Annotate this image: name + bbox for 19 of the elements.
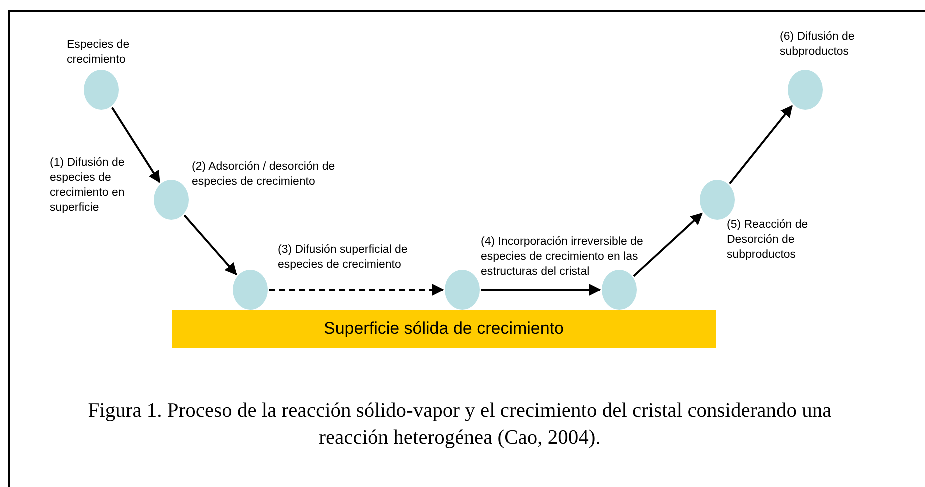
step-label: (3) Difusión superficial de especies de crecimiento xyxy=(278,243,409,273)
step-label: (5) Reacción de Desorción de subproductos xyxy=(727,218,810,263)
step-label: (6) Difusión de subproductos xyxy=(780,30,856,60)
species-circle xyxy=(444,270,480,310)
surface-label: Superficie sólida de crecimiento xyxy=(324,319,564,339)
arrow xyxy=(481,284,602,296)
step-label: Especies de crecimiento xyxy=(67,38,131,68)
arrow xyxy=(729,105,793,184)
step-label: (1) Difusión de especies de crecimiento en superficie xyxy=(50,156,126,216)
species-circle xyxy=(602,270,636,310)
step-label: (4) Incorporación irreversible de especies de crecimiento en las estructuras del cristal xyxy=(481,235,644,280)
surface-bar xyxy=(172,310,716,348)
figure-caption: Figura 1. Proceso de la reacción sólido-vapor y el crecimiento del cristal considerando una reacción heterogénea (Cao, 2004). xyxy=(87,399,833,451)
arrow xyxy=(269,284,444,296)
step-label: (2) Adsorción / desorción de especies de crecimiento xyxy=(192,160,336,190)
arrow xyxy=(111,107,161,184)
species-circle xyxy=(232,270,268,310)
arrow xyxy=(633,212,703,278)
arrow xyxy=(184,214,238,276)
